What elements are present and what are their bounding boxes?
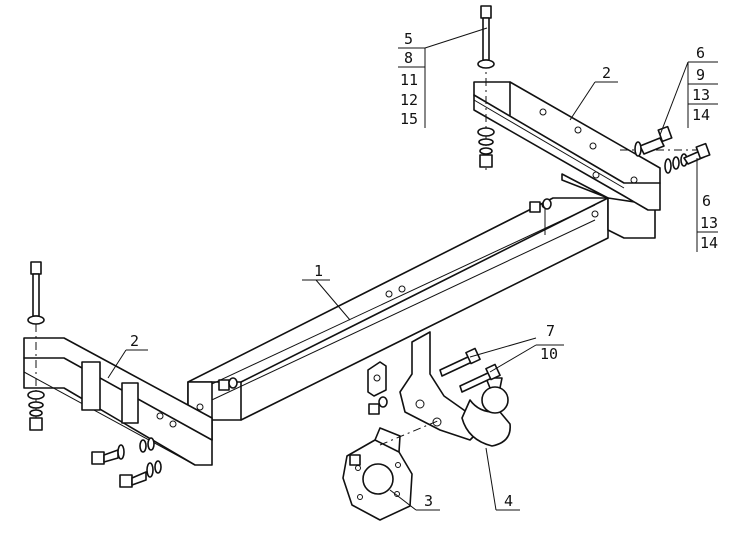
label-top-11: 11 (400, 71, 418, 89)
label-bolts-10: 10 (540, 345, 558, 363)
label-left-bracket: 2 (130, 332, 139, 350)
left-bracket (23, 337, 213, 466)
label-rt-14: 14 (692, 106, 710, 124)
right-side-bolts (634, 125, 711, 174)
part-labels: 5 8 11 12 15 6 9 13 14 6 13 14 2 2 1 7 1… (130, 30, 718, 510)
label-rt-9: 9 (696, 66, 705, 84)
label-rt-6: 6 (696, 44, 705, 62)
leader-lines (107, 27, 718, 511)
label-socket-plate: 3 (424, 492, 433, 510)
socket-plate (342, 427, 413, 521)
label-top-12: 12 (400, 91, 418, 109)
label-top-5: 5 (404, 30, 413, 48)
label-ball: 4 (504, 492, 513, 510)
label-rl-13: 13 (700, 214, 718, 232)
label-crossbar: 1 (314, 262, 323, 280)
ballmount-bolts (439, 347, 501, 393)
left-side-bolts (91, 437, 162, 488)
small-nuts (218, 198, 552, 466)
label-top-15: 15 (400, 110, 418, 128)
label-rt-13: 13 (692, 86, 710, 104)
left-vertical-bolt (27, 261, 45, 431)
label-bolts-7: 7 (546, 322, 555, 340)
label-top-8: 8 (404, 49, 413, 67)
tow-ball-mount (367, 331, 511, 447)
top-vertical-bolt (477, 5, 495, 168)
label-rl-14: 14 (700, 234, 718, 252)
label-rl-6: 6 (702, 192, 711, 210)
label-right-bracket: 2 (602, 64, 611, 82)
right-bracket (473, 81, 661, 211)
